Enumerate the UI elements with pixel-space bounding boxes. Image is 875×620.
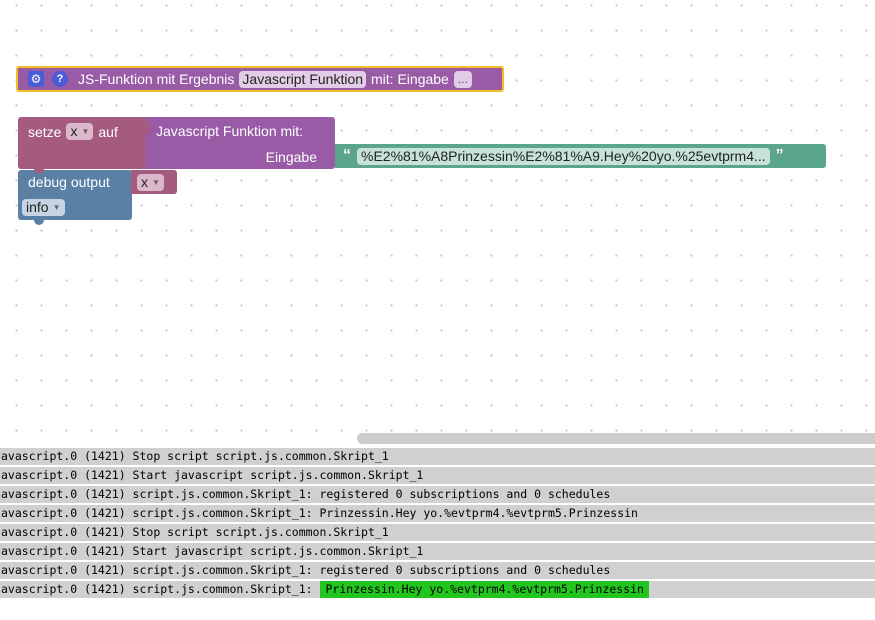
log-line-text: avascript.0 (1421) Start javascript scri… xyxy=(1,468,424,482)
debug-title: debug output xyxy=(28,174,110,190)
log-line-text: avascript.0 (1421) script.js.common.Skri… xyxy=(1,563,611,577)
caret-down-icon: ▼ xyxy=(81,127,90,136)
log-line: avascript.0 (1421) Start javascript scri… xyxy=(0,543,875,560)
caret-down-icon: ▼ xyxy=(152,177,160,187)
log-line-highlight: Prinzessin.Hey yo.%evtprm4.%evtprm5.Prin… xyxy=(319,581,649,598)
variable-dropdown[interactable]: x ▼ xyxy=(137,173,164,191)
block-connector xyxy=(34,220,44,225)
log-line: avascript.0 (1421) Stop script script.js… xyxy=(0,448,875,465)
log-line: avascript.0 (1421) Stop script script.js… xyxy=(0,524,875,541)
blockly-workspace[interactable]: ⚙ ? JS-Funktion mit Ergebnis Javascript … xyxy=(0,0,875,440)
log-panel: avascript.0 (1421) Stop script script.js… xyxy=(0,448,875,600)
js-call-title: Javascript Funktion mit: xyxy=(156,123,304,139)
debug-output-block[interactable]: debug output info ▼ xyxy=(18,170,132,220)
help-icon[interactable]: ? xyxy=(52,71,68,87)
log-line: avascript.0 (1421) script.js.common.Skri… xyxy=(0,505,875,522)
func-title: JS-Funktion mit Ergebnis xyxy=(78,71,235,87)
block-connector xyxy=(34,169,44,174)
log-line-text: avascript.0 (1421) script.js.common.Skri… xyxy=(1,582,320,596)
log-line-text: avascript.0 (1421) script.js.common.Skri… xyxy=(1,487,611,501)
log-line-text: avascript.0 (1421) Stop script script.js… xyxy=(1,449,389,463)
func-more-button[interactable]: ... xyxy=(453,70,472,88)
log-line: avascript.0 (1421) Start javascript scri… xyxy=(0,467,875,484)
variable-name: x xyxy=(70,123,78,139)
log-line-text: avascript.0 (1421) Start javascript scri… xyxy=(1,544,424,558)
set-variable-block[interactable]: setze x ▼ auf xyxy=(18,117,148,169)
log-line-text: avascript.0 (1421) Stop script script.js… xyxy=(1,525,389,539)
log-line-text: avascript.0 (1421) script.js.common.Skri… xyxy=(1,506,638,520)
func-name-field[interactable]: Javascript Funktion xyxy=(239,70,367,88)
js-param-label: Eingabe xyxy=(265,149,317,165)
auf-label: auf xyxy=(98,123,118,140)
log-level-dropdown[interactable]: info ▼ xyxy=(22,199,65,216)
setze-label: setze xyxy=(28,123,62,140)
text-block[interactable]: “ %E2%81%A8Prinzessin%E2%81%A9.Hey%20yo.… xyxy=(335,144,826,168)
close-quote-icon: ” xyxy=(775,147,784,164)
variable-dropdown[interactable]: x ▼ xyxy=(66,123,94,140)
log-line: avascript.0 (1421) script.js.common.Skri… xyxy=(0,562,875,579)
func-param-label: mit: Eingabe xyxy=(371,71,449,87)
js-function-call-block[interactable]: Javascript Funktion mit: Eingabe xyxy=(144,117,335,169)
js-function-definition-block[interactable]: ⚙ ? JS-Funktion mit Ergebnis Javascript … xyxy=(16,66,504,92)
open-quote-icon: “ xyxy=(343,147,351,164)
variable-get-block[interactable]: x ▼ xyxy=(131,170,177,194)
horizontal-scrollbar[interactable] xyxy=(357,433,875,444)
log-line: avascript.0 (1421) script.js.common.Skri… xyxy=(0,581,875,598)
log-line: avascript.0 (1421) script.js.common.Skri… xyxy=(0,486,875,503)
gear-icon[interactable]: ⚙ xyxy=(28,71,44,87)
log-level-value: info xyxy=(26,199,49,215)
caret-down-icon: ▼ xyxy=(52,203,61,212)
input-connector xyxy=(144,121,150,135)
text-field[interactable]: %E2%81%A8Prinzessin%E2%81%A9.Hey%20yo.%2… xyxy=(357,147,770,165)
variable-name: x xyxy=(141,173,148,190)
